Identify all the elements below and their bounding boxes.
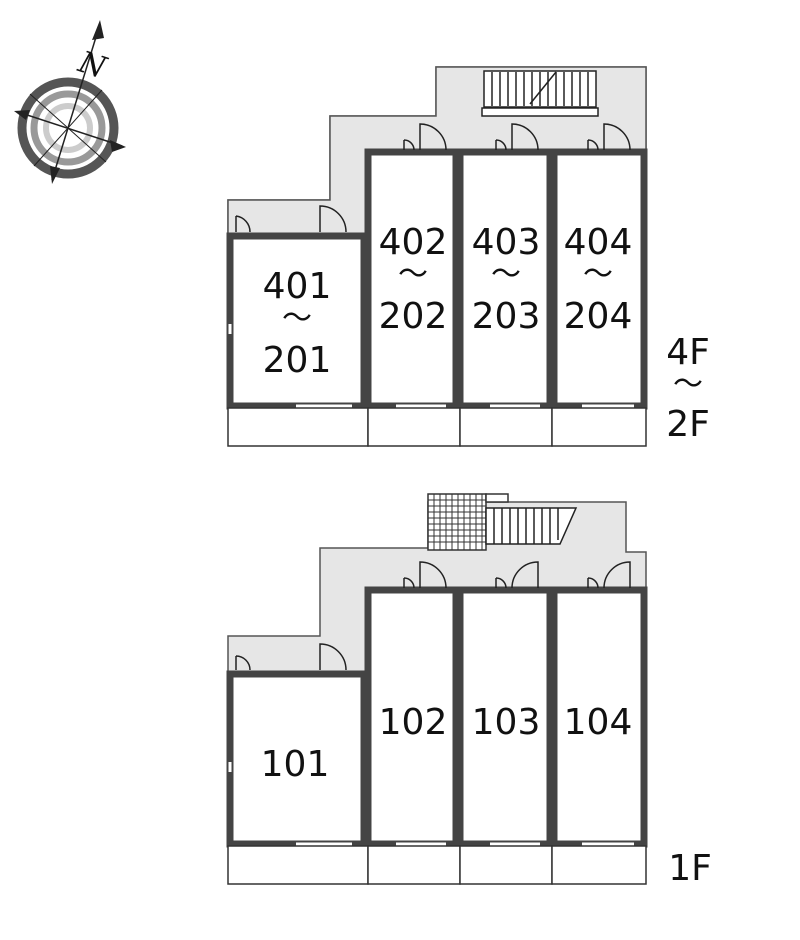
upper-balconies bbox=[227, 407, 647, 447]
unit-number-bottom: 201 bbox=[263, 340, 332, 381]
ground-doors bbox=[235, 561, 631, 671]
floor-range-label: 4F 〜 2F bbox=[666, 332, 710, 445]
unit-label-403: 403 〜 203 bbox=[472, 222, 541, 337]
unit-range-separator: 〜 bbox=[491, 257, 521, 292]
ground-floor-plan: 101 102 103 104 1F bbox=[226, 493, 712, 889]
unit-number-104: 104 bbox=[564, 702, 633, 743]
unit-number-bottom: 203 bbox=[472, 296, 541, 337]
ground-stairs bbox=[485, 507, 578, 545]
unit-range-separator: 〜 bbox=[282, 301, 312, 336]
unit-102-room bbox=[364, 586, 460, 848]
unit-number-103: 103 bbox=[472, 702, 541, 743]
unit-number-101: 101 bbox=[261, 744, 330, 785]
unit-range-separator: 〜 bbox=[583, 257, 613, 292]
unit-label-402: 402 〜 202 bbox=[379, 222, 448, 337]
upper-stairs bbox=[481, 70, 599, 117]
compass-south-arrow bbox=[50, 166, 60, 184]
unit-number-bottom: 204 bbox=[564, 296, 633, 337]
unit-label-401: 401 〜 201 bbox=[263, 266, 332, 381]
floor-range-bottom: 2F bbox=[666, 404, 710, 445]
unit-number-top: 403 bbox=[472, 222, 541, 263]
unit-number-top: 402 bbox=[379, 222, 448, 263]
ground-grid-area bbox=[427, 493, 509, 551]
floor-range-separator: 〜 bbox=[673, 367, 703, 402]
unit-label-404: 404 〜 204 bbox=[564, 222, 633, 337]
compass-diag-line bbox=[33, 89, 103, 167]
unit-number-top: 401 bbox=[263, 266, 332, 307]
unit-number-top: 404 bbox=[564, 222, 633, 263]
unit-number-bottom: 202 bbox=[379, 296, 448, 337]
unit-103-room bbox=[456, 586, 554, 848]
floor-range-top: 4F bbox=[666, 332, 710, 373]
upper-floor-plan: 401 〜 201 402 〜 202 403 〜 203 404 〜 204 … bbox=[226, 66, 710, 447]
compass-west-arrow bbox=[14, 110, 30, 120]
unit-104-room bbox=[550, 586, 648, 848]
unit-range-separator: 〜 bbox=[398, 257, 428, 292]
unit-number-102: 102 bbox=[379, 702, 448, 743]
floor-label-1f: 1F bbox=[668, 848, 712, 889]
compass-icon: N bbox=[14, 20, 126, 184]
compass-north-line bbox=[51, 23, 101, 181]
ground-balconies bbox=[227, 845, 647, 885]
compass-east-line bbox=[17, 111, 123, 147]
upper-doors bbox=[235, 123, 631, 233]
compass-north-arrow bbox=[92, 20, 104, 40]
compass-east-arrow bbox=[110, 140, 126, 152]
